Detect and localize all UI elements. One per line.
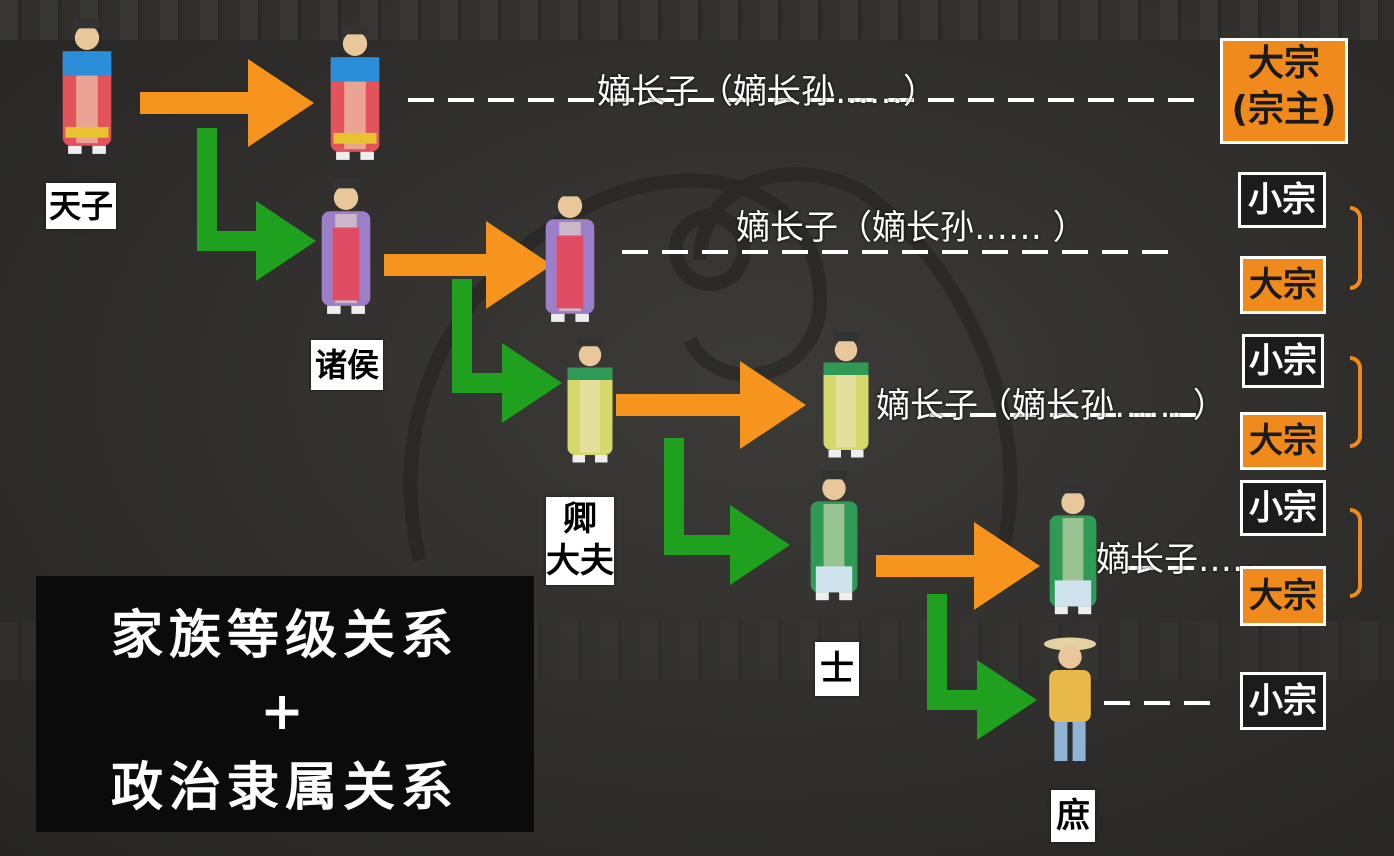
clan-dazong-top-line1: 大宗	[1247, 43, 1320, 84]
clan-dazong-top-line2: (宗主)	[1231, 89, 1337, 130]
rank-label-zhuhou: 诸侯	[311, 340, 383, 390]
rank-label-dafu: 大夫	[546, 541, 614, 581]
rank-label-qing-dafu: 卿 大夫	[546, 497, 614, 585]
decor-border-top	[0, 0, 1394, 40]
bracket-1	[1350, 206, 1362, 290]
clan-box-xiaozong-4: 小宗	[1240, 672, 1326, 730]
clan-box-dazong-top: 大宗 (宗主)	[1220, 38, 1348, 144]
figure-dafu-2	[823, 332, 869, 458]
green-arrows	[197, 128, 1037, 740]
rank-label-tianzi: 天子	[46, 183, 116, 229]
title-plus: +	[260, 681, 310, 742]
orange-arrows	[140, 59, 1040, 610]
figure-shi-2	[1049, 484, 1097, 615]
figure-shu	[1044, 637, 1096, 761]
clan-box-dazong-2: 大宗	[1240, 412, 1326, 470]
clan-box-xiaozong-1: 小宗	[1238, 172, 1326, 228]
clan-box-xiaozong-2: 小宗	[1242, 334, 1324, 388]
title-line2: 政治隶属关系	[110, 757, 459, 818]
rank-label-shi: 士	[815, 642, 859, 696]
heir-text-row1: 嫡长子（嫡长孙……）	[597, 72, 937, 112]
figure-shi-1	[810, 470, 858, 601]
figure-tianzi-1	[62, 18, 112, 154]
dashed-lines	[408, 98, 1210, 705]
heir-text-row3: 嫡长子（嫡长孙…… ）	[876, 386, 1227, 426]
clan-box-xiaozong-3: 小宗	[1240, 480, 1326, 536]
figure-tianzi-2	[330, 24, 380, 160]
heir-text-row4: 嫡长子……	[1096, 540, 1266, 580]
figure-zhuhou-1	[321, 178, 371, 314]
clan-box-dazong-3: 大宗	[1240, 566, 1326, 626]
title-panel: 家族等级关系 + 政治隶属关系	[36, 576, 534, 832]
title-line1: 家族等级关系	[110, 605, 459, 666]
figure-dafu-1	[567, 337, 613, 463]
rank-label-shu: 庶	[1051, 790, 1095, 842]
bracket-2	[1350, 356, 1362, 448]
clan-box-dazong-1: 大宗	[1240, 256, 1326, 314]
figure-zhuhou-2	[545, 186, 595, 322]
rank-label-qing: 卿	[563, 499, 597, 539]
heir-text-row2: 嫡长子（嫡长孙…… ）	[736, 208, 1087, 248]
bracket-3	[1350, 508, 1362, 598]
